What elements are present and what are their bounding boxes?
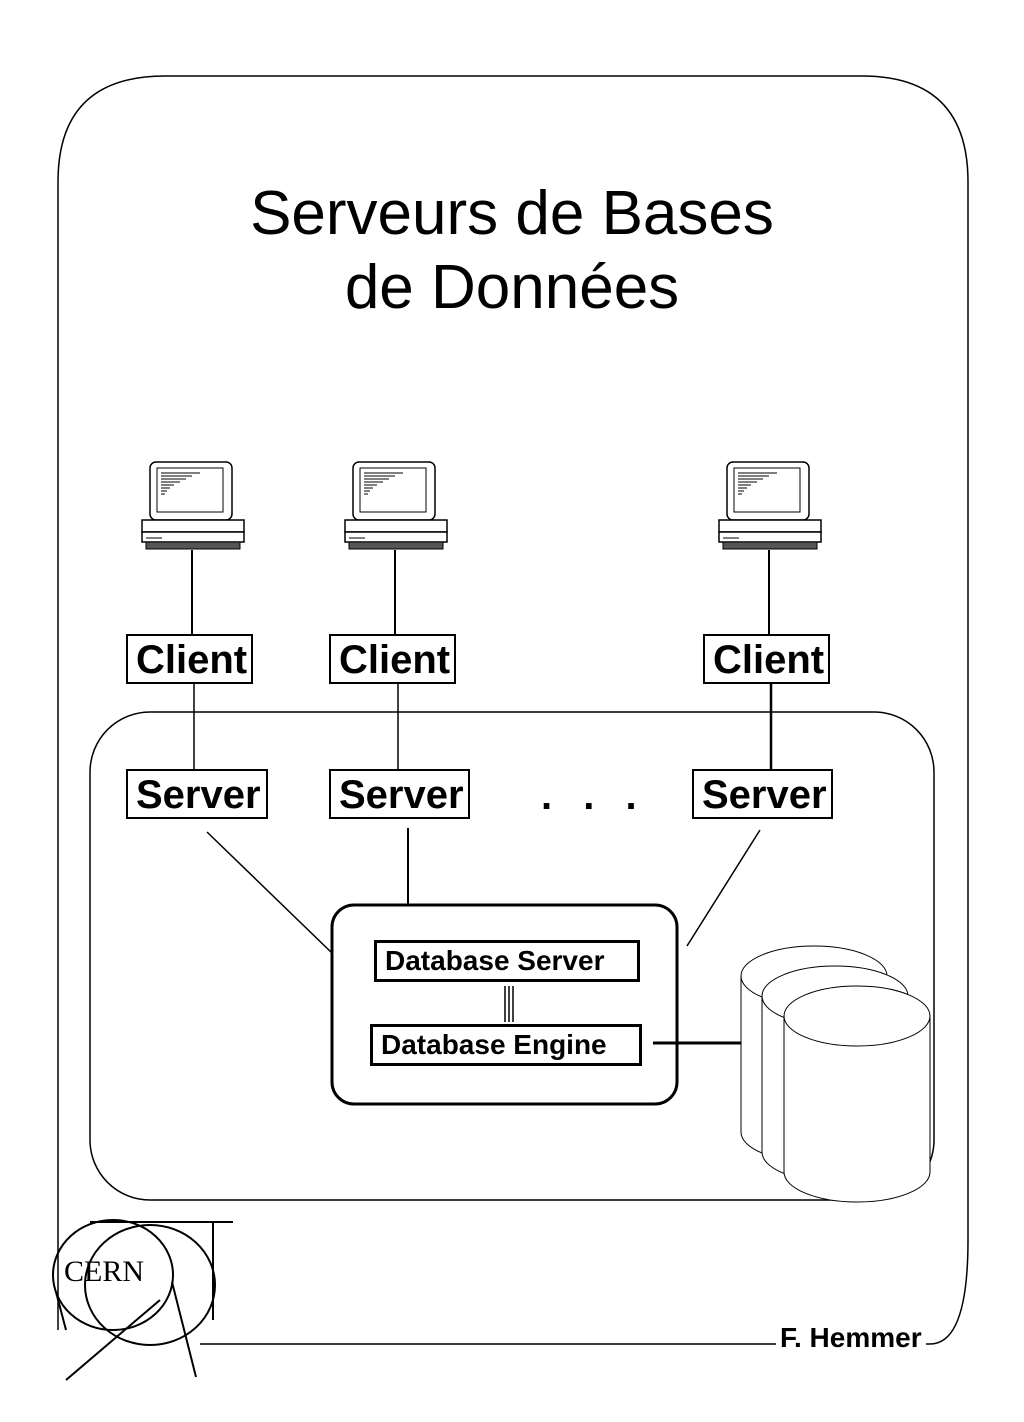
server-box-3: Server bbox=[692, 769, 833, 819]
page-title-line1: Serveurs de Bases bbox=[250, 179, 774, 248]
computer-icon-3 bbox=[718, 461, 822, 550]
connector-server1-dbbox bbox=[206, 831, 334, 955]
computer-icon-2 bbox=[344, 461, 448, 550]
author-name: F. Hemmer bbox=[776, 1322, 926, 1354]
server-ellipsis: . . . bbox=[541, 774, 647, 818]
client-box-1: Client bbox=[126, 634, 253, 684]
cern-logo-text: CERN bbox=[64, 1255, 145, 1288]
server-box-2: Server bbox=[329, 769, 470, 819]
database-engine-box: Database Engine bbox=[370, 1024, 642, 1066]
cern-logo-icon bbox=[52, 1219, 233, 1381]
disk-stack-icon bbox=[740, 945, 931, 1203]
client-box-2: Client bbox=[329, 634, 456, 684]
database-server-box: Database Server bbox=[374, 940, 640, 982]
connector-server3-dbbox bbox=[686, 829, 761, 947]
server-box-1: Server bbox=[126, 769, 268, 819]
computer-icon-1 bbox=[141, 461, 245, 550]
server-region bbox=[89, 711, 935, 1201]
client-box-3: Client bbox=[703, 634, 830, 684]
page-title-line2: de Données bbox=[344, 253, 680, 322]
outer-frame bbox=[57, 75, 969, 1345]
